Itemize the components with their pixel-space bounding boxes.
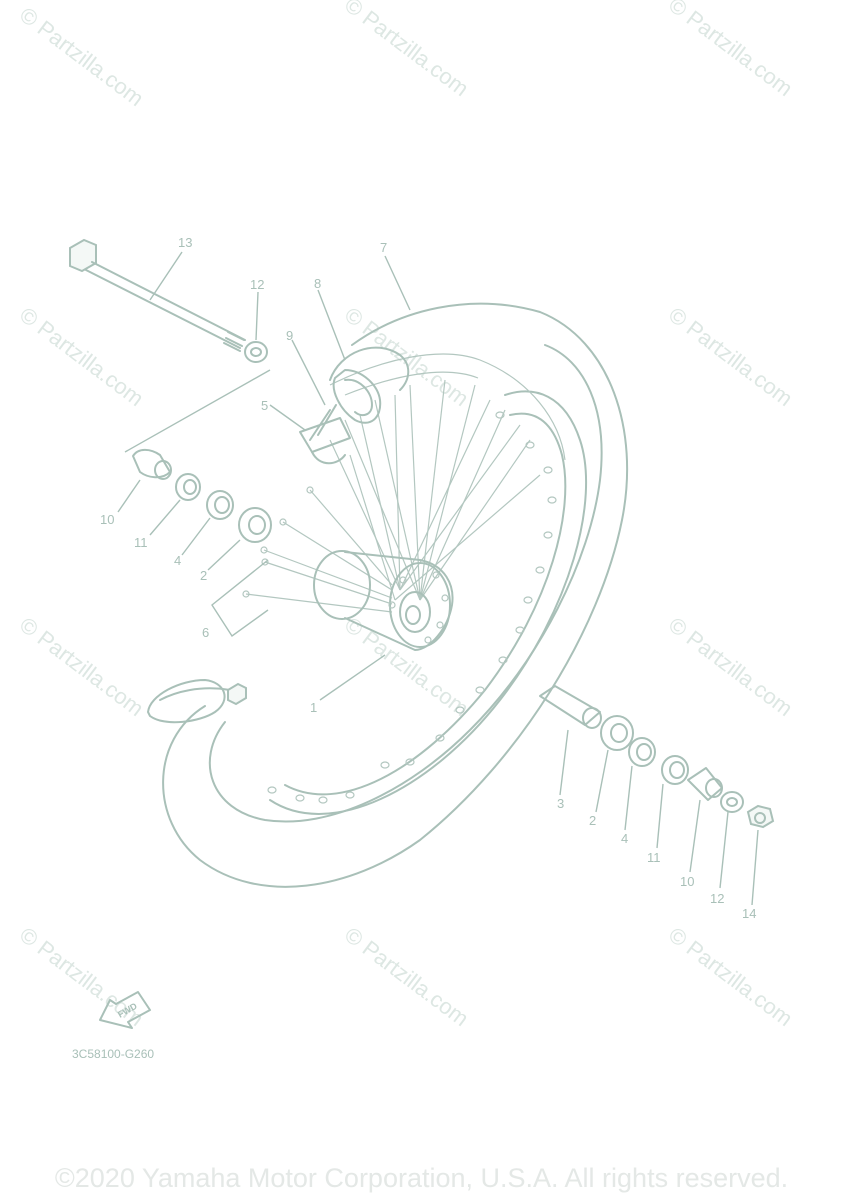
callout-6: 6 — [202, 625, 209, 640]
callout-9: 9 — [286, 328, 293, 343]
spoke-holes — [267, 411, 557, 804]
watermark: © Partzilla.com — [340, 922, 473, 1031]
watermark: © Partzilla.com — [340, 302, 473, 411]
rim — [267, 353, 588, 815]
watermark: © Partzilla.com — [340, 0, 473, 101]
callout-4-left: 4 — [174, 553, 181, 568]
callout-11-left: 11 — [134, 535, 148, 550]
callout-10-left: 10 — [100, 512, 114, 527]
watermark: © Partzilla.com — [15, 612, 148, 721]
callout-4-right: 4 — [621, 831, 628, 846]
nut-14 — [746, 804, 775, 829]
watermark: © Partzilla.com — [664, 0, 797, 101]
left-collar-10 — [132, 448, 172, 480]
callout-1: 1 — [310, 700, 317, 715]
callout-10-right: 10 — [680, 874, 694, 889]
callouts: 13 12 7 8 9 5 10 11 4 2 6 1 3 2 4 11 10 … — [100, 235, 756, 921]
right-washer-12 — [720, 791, 744, 813]
spacer-3 — [539, 685, 602, 729]
callout-3: 3 — [557, 796, 564, 811]
washer-12-upper-hole — [250, 347, 262, 357]
tube-and-band — [299, 346, 410, 465]
watermark: © Partzilla.com — [664, 612, 797, 721]
callout-13: 13 — [178, 235, 192, 250]
tire — [147, 302, 629, 888]
callout-5: 5 — [261, 398, 268, 413]
left-bearing-2 — [238, 507, 272, 543]
left-oil-seal-11 — [175, 473, 201, 501]
left-bearing-4 — [206, 490, 234, 520]
callout-12-upper: 12 — [250, 277, 264, 292]
washer-12-upper — [244, 341, 268, 363]
watermark: © Partzilla.com — [664, 922, 797, 1031]
right-bearing-4 — [628, 737, 656, 767]
right-bearing-2 — [600, 715, 634, 751]
watermark: © Partzilla.com — [15, 302, 148, 411]
callout-8: 8 — [314, 276, 321, 291]
callout-12-right: 12 — [710, 891, 724, 906]
watermark: © Partzilla.com — [15, 2, 148, 111]
hub — [313, 550, 454, 651]
copyright-notice: ©2020 Yamaha Motor Corporation, U.S.A. A… — [54, 1163, 789, 1193]
leader-lines — [117, 251, 759, 906]
spokes — [329, 379, 541, 601]
watermark: © Partzilla.com — [664, 302, 797, 411]
right-collar-10 — [687, 767, 723, 801]
callout-7: 7 — [380, 240, 387, 255]
callout-11-right: 11 — [647, 850, 661, 865]
diagram-code: 3C58100-G260 — [72, 1047, 154, 1061]
callout-14: 14 — [742, 906, 756, 921]
axle — [69, 238, 246, 352]
callout-2-right: 2 — [589, 813, 596, 828]
callout-2-left: 2 — [200, 568, 207, 583]
right-oil-seal-11 — [661, 755, 689, 785]
